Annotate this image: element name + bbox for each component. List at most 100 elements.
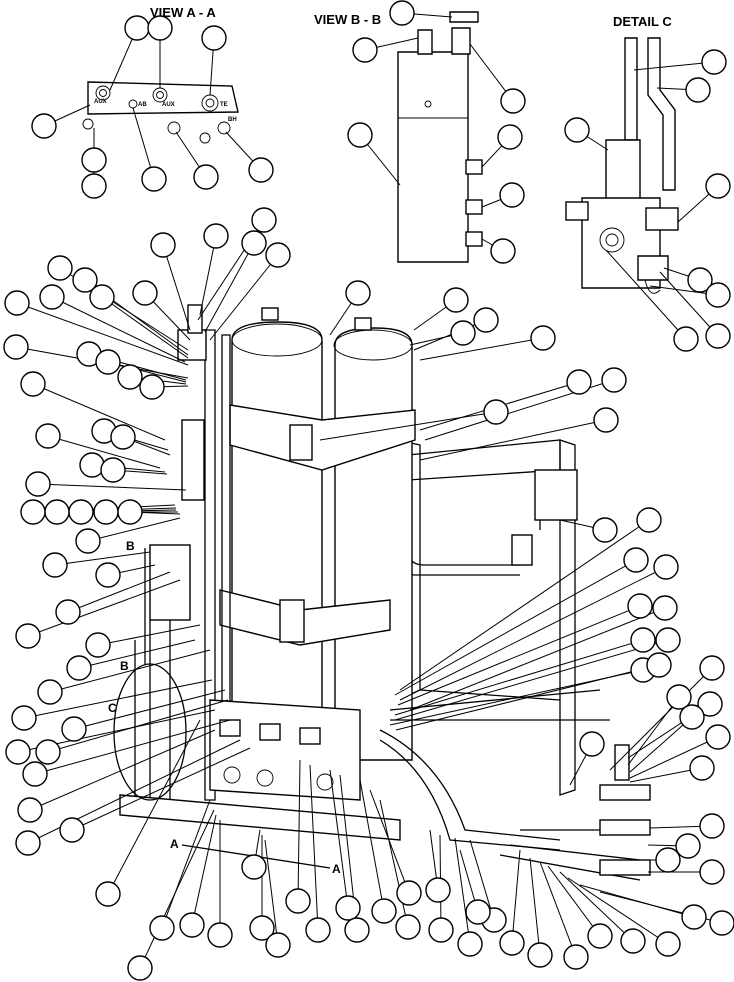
callout-leader [27, 579, 181, 637]
callout-leader [162, 244, 191, 331]
callout-balloon [679, 704, 705, 730]
callout-balloon [100, 457, 126, 483]
callout-balloon [652, 595, 678, 621]
callout-leader [539, 861, 577, 958]
callout-balloon [93, 499, 119, 525]
view-aa-manifold-plate [87, 81, 239, 115]
view-bb-port-1 [465, 159, 483, 175]
callout-leader [47, 435, 161, 469]
callout-balloon [147, 15, 173, 41]
callout-balloon [666, 684, 692, 710]
callout-balloon [705, 173, 731, 199]
view-bb-top-fitting-left [417, 29, 433, 55]
callout-leader [395, 664, 660, 731]
callout-leader [659, 271, 719, 337]
callout-leader [629, 716, 693, 773]
callout-leader [264, 839, 279, 946]
view-aa-label-aux-2: AUX [162, 102, 175, 108]
hose-right-3 [389, 689, 610, 721]
callout-leader [559, 871, 634, 942]
callout-balloon [592, 517, 618, 543]
frame-cross-tube-2 [409, 500, 520, 566]
callout-balloon [483, 399, 509, 425]
left-top-fitting [177, 329, 207, 361]
view-aa-title: VIEW A - A [150, 5, 216, 20]
callout-balloon [42, 552, 68, 578]
callout-leader [399, 566, 667, 701]
view-aa-port-aux-1 [95, 85, 111, 101]
left-valve-stack [181, 419, 205, 501]
callout-leader [54, 551, 151, 566]
callout-balloon [347, 122, 373, 148]
callout-balloon [500, 88, 526, 114]
callout-leader [67, 571, 171, 613]
detail-c: DETAIL C [565, 14, 679, 294]
left-bracket-plate [149, 544, 191, 621]
callout-balloon [352, 37, 378, 63]
view-aa-port-bh [217, 121, 231, 135]
callout-balloon [79, 452, 105, 478]
callout-balloon [687, 267, 713, 293]
callout-balloon [345, 280, 371, 306]
callout-balloon [201, 25, 227, 51]
callout-balloon [499, 182, 525, 208]
callout-balloon [655, 847, 681, 873]
callout-leader [547, 865, 601, 937]
view-bb: VIEW B - B [314, 11, 483, 263]
callout-balloon [335, 895, 361, 921]
callout-leader [329, 769, 349, 909]
callout-balloon [681, 904, 707, 930]
callout-balloon [579, 731, 605, 757]
view-bb-valve-body [397, 51, 469, 263]
frame-bottom-bar [419, 689, 561, 701]
view-aa-port-left [82, 118, 94, 130]
callout-balloon [25, 471, 51, 497]
view-aa-port-te-inner [205, 98, 215, 108]
callout-leader [469, 839, 495, 921]
detail-c-marker: C [108, 701, 117, 715]
callout-balloon [285, 888, 311, 914]
callout-leader [161, 799, 211, 929]
callout-leader [567, 877, 669, 945]
manifold-port-3 [299, 727, 321, 745]
callout-balloon [499, 930, 525, 956]
callout-balloon [31, 113, 57, 139]
callout-balloon [81, 173, 107, 199]
view-aa-port-aux-1-inner [99, 89, 107, 97]
callout-leader [139, 809, 215, 969]
callout-balloon [124, 15, 150, 41]
frame-cylinder [534, 469, 578, 521]
callout-balloon [95, 349, 121, 375]
detail-c-port-large [599, 227, 625, 253]
callout-balloon [61, 716, 87, 742]
callout-leader [413, 319, 487, 351]
callout-leader [37, 483, 187, 491]
callout-balloon [3, 334, 29, 360]
callout-balloon [265, 932, 291, 958]
callout-balloon [5, 739, 31, 765]
callout-leader [359, 779, 385, 912]
callout-balloon [655, 627, 681, 653]
view-bb-port-3 [465, 231, 483, 247]
right-fitting-1 [599, 784, 651, 801]
callout-leader [419, 337, 544, 361]
callout-leader [319, 411, 497, 441]
callout-balloon [699, 655, 725, 681]
tank-left-valve [261, 307, 279, 321]
callout-balloon [627, 593, 653, 619]
callout-leader [297, 759, 301, 902]
callout-leader [97, 624, 201, 646]
callout-leader [394, 639, 644, 716]
callout-balloon [699, 859, 725, 885]
callout-balloon [179, 912, 205, 938]
callout-balloon [47, 255, 73, 281]
callout-leader [511, 849, 521, 944]
callout-leader [51, 296, 186, 363]
callout-balloon [35, 423, 61, 449]
view-aa-label-aux-1: AUX [94, 99, 107, 105]
left-top-cap [187, 304, 203, 334]
frame-upright-right [559, 439, 576, 796]
callout-balloon [22, 761, 48, 787]
view-aa-label-bh: BH [228, 117, 237, 123]
detail-c-lower-fitting [637, 255, 669, 281]
